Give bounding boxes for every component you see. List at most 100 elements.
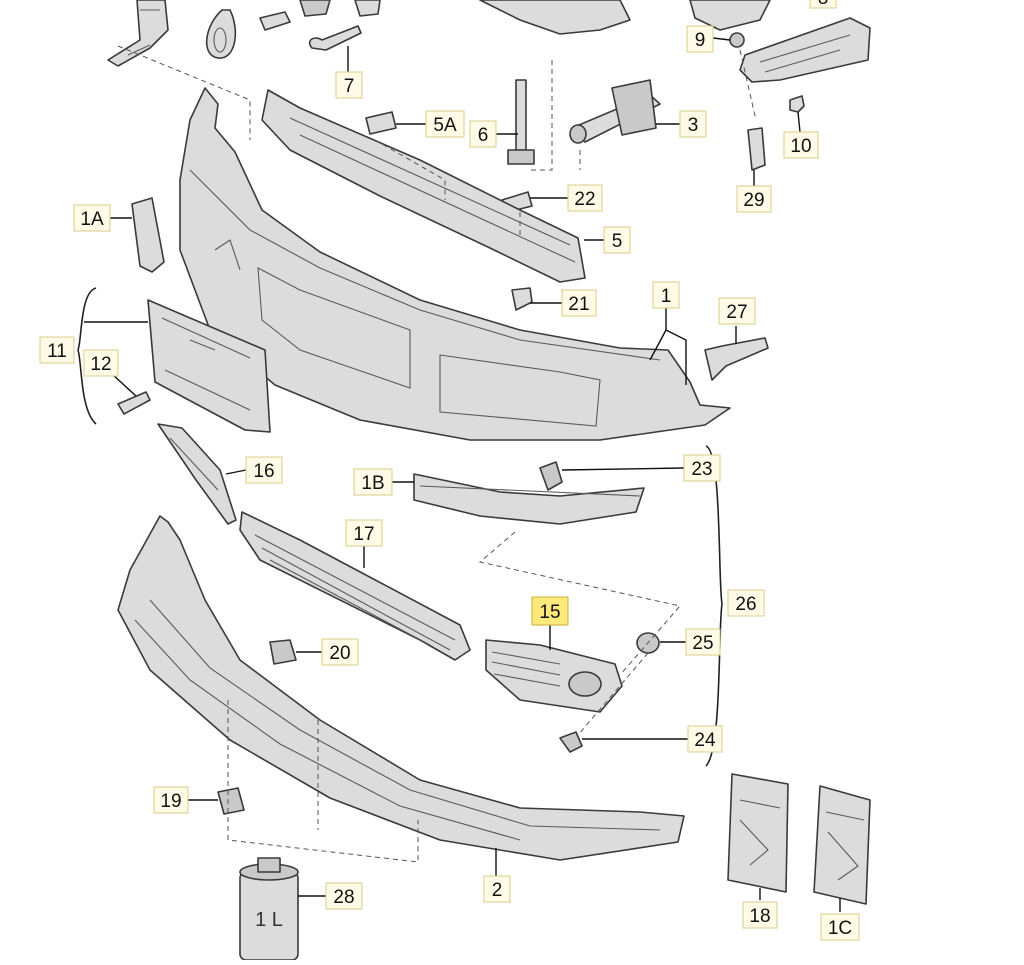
callout-28: 28: [325, 882, 363, 910]
callout-text: 1A: [80, 209, 104, 230]
bracket-8: [739, 17, 871, 83]
callout-text: 27: [726, 302, 747, 323]
callout-9: 9: [686, 25, 714, 53]
top-center-part: [479, 0, 631, 35]
callout-text: 3: [688, 115, 699, 136]
bumper-cover-1: [179, 87, 731, 441]
screw-21: [511, 287, 533, 311]
callout-labels: 1A 11 12 16 7 5A 6 3 22 5 21 1 9 8 10 29…: [39, 0, 860, 941]
screw-12: [117, 391, 151, 415]
license-plate-bracket-11: [147, 299, 271, 433]
trim-strip-16: [157, 423, 237, 525]
screw-27: [704, 337, 769, 381]
callout-text: 26: [735, 594, 756, 615]
screw-7: [308, 25, 362, 51]
callout-25: 25: [685, 628, 721, 656]
bracket-top-left: [107, 0, 169, 67]
callout-text: 1: [661, 286, 672, 307]
nut-9: [729, 32, 745, 48]
callout-21: 21: [561, 289, 597, 317]
bolt-6: [507, 79, 535, 165]
callout-29: 29: [736, 185, 772, 213]
bag-18: [727, 773, 789, 893]
callout-15-highlighted: 15: [531, 596, 569, 626]
bottle-28: 1 L: [239, 857, 299, 961]
callout-text: 28: [333, 887, 354, 908]
callout-3: 3: [679, 110, 707, 138]
callout-2: 2: [483, 875, 511, 903]
callout-24: 24: [687, 725, 723, 753]
callout-text: 19: [160, 791, 181, 812]
callout-20: 20: [321, 638, 359, 666]
callout-11: 11: [39, 336, 75, 364]
callout-23: 23: [683, 454, 721, 482]
callout-6: 6: [469, 120, 497, 148]
clip-29: [747, 127, 766, 171]
callout-text: 8: [818, 0, 829, 9]
callout-7: 7: [335, 71, 363, 99]
callout-1b: 1B: [353, 468, 393, 496]
callout-text: 9: [695, 30, 706, 51]
callout-19: 19: [153, 786, 189, 814]
bottle-label: 1 L: [255, 909, 283, 931]
spoiler-2: [117, 515, 685, 861]
callout-text: 24: [694, 730, 716, 751]
callout-text: 18: [749, 906, 770, 927]
callout-27: 27: [718, 297, 756, 325]
callout-18: 18: [742, 901, 778, 929]
callout-text: 7: [344, 76, 355, 97]
callout-text: 2: [492, 880, 503, 901]
callout-17: 17: [345, 519, 383, 547]
callout-16: 16: [245, 456, 283, 484]
callout-text: 17: [353, 524, 374, 545]
screw-10: [789, 95, 805, 113]
leader-lines: [84, 37, 841, 912]
callout-text: 20: [329, 643, 350, 664]
callout-12: 12: [83, 349, 119, 377]
brace-11: [77, 287, 97, 425]
callout-5a: 5A: [425, 110, 465, 138]
hook-eye-part: [205, 9, 237, 59]
center-grille-17: [239, 511, 471, 661]
callout-text: 12: [90, 354, 111, 375]
callout-text: 1B: [361, 473, 384, 494]
callout-text: 29: [743, 190, 764, 211]
callout-5: 5: [603, 226, 631, 254]
callout-text: 6: [478, 125, 489, 146]
clip-5a: [365, 111, 397, 135]
callout-10: 10: [783, 131, 819, 159]
bag-1c: [813, 785, 871, 905]
clip-24: [559, 731, 583, 753]
callout-text: 11: [47, 341, 67, 362]
tow-cap-1a: [131, 197, 165, 273]
callout-1a: 1A: [73, 204, 111, 232]
callout-text: 25: [692, 633, 713, 654]
callout-text: 21: [568, 294, 589, 315]
top-right-bracket: [689, 0, 771, 31]
callout-text: 10: [790, 136, 811, 157]
callout-text: 15: [539, 602, 560, 623]
top-pin-part: [259, 0, 381, 31]
callout-26: 26: [727, 589, 765, 617]
bumper-reinforcement-5: [261, 89, 586, 283]
tow-eye-bolt-3: [569, 79, 661, 144]
callout-text: 23: [691, 459, 712, 480]
trim-1b: [413, 473, 645, 525]
callout-text: 5: [612, 231, 623, 252]
callout-1: 1: [652, 281, 680, 309]
brace-26: [705, 445, 723, 767]
callout-text: 16: [253, 461, 274, 482]
callout-22: 22: [567, 184, 603, 212]
callout-text: 1C: [828, 918, 852, 939]
nut-19: [217, 787, 245, 815]
callout-1c: 1C: [820, 913, 860, 941]
guide-lines: [117, 45, 757, 863]
fog-light-grille-15: [485, 639, 623, 713]
clip-20: [269, 639, 297, 665]
nut-23: [539, 461, 563, 491]
callout-8: 8: [809, 0, 837, 9]
callout-text: 5A: [433, 115, 457, 136]
callout-text: 22: [574, 189, 595, 210]
